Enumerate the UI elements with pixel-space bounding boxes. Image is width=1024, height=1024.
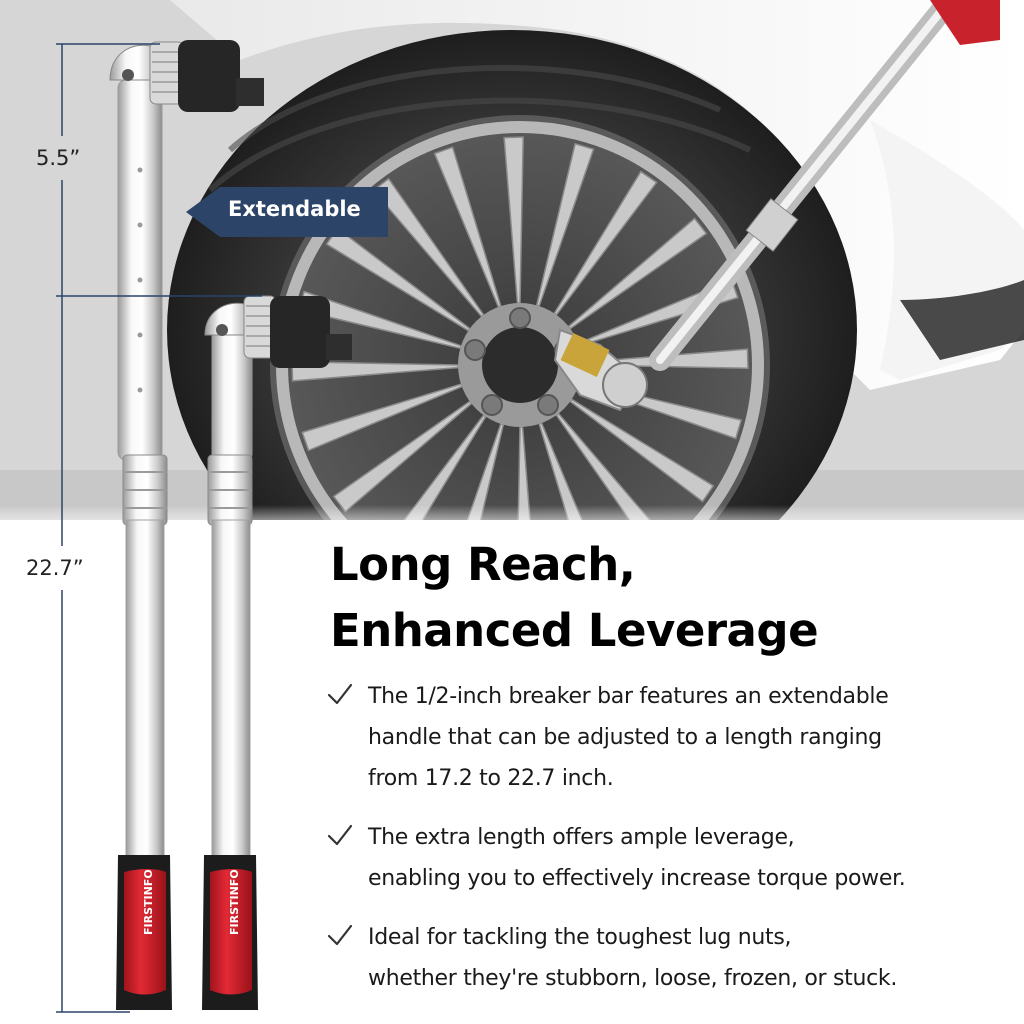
- feature-text-line: The 1/2-inch breaker bar features an ext…: [368, 684, 889, 709]
- tool-brand-mark: FIRSTINFO: [228, 869, 241, 935]
- headline: Long Reach, Enhanced Leverage: [330, 532, 819, 664]
- extendable-badge-label: Extendable: [228, 197, 361, 221]
- breaker-bar-in-use: [553, 0, 1000, 412]
- feature-item: Ideal for tackling the toughest lug nuts…: [326, 917, 1016, 999]
- long-length-label: 22.7”: [26, 556, 84, 580]
- wheel-spoke: [433, 146, 502, 308]
- feature-text-line: Ideal for tackling the toughest lug nuts…: [368, 925, 792, 950]
- feature-text-line: The extra length offers ample leverage,: [368, 825, 795, 850]
- car-wheel-photo: [0, 0, 1024, 520]
- extendable-badge-shape: [186, 187, 388, 237]
- feature-item: The extra length offers ample leverage, …: [326, 817, 1016, 899]
- wheel-spoke: [538, 422, 583, 520]
- feature-item: The 1/2-inch breaker bar features an ext…: [326, 676, 1016, 799]
- headline-line-2: Enhanced Leverage: [330, 604, 819, 657]
- tool-brand-mark: FIRSTINFO: [142, 869, 155, 935]
- wheel-spoke: [466, 423, 505, 520]
- wheel-spoke: [297, 290, 462, 350]
- feature-text-line: whether they're stubborn, loose, frozen,…: [368, 966, 898, 991]
- wheel-spoke: [535, 142, 595, 307]
- check-icon: [327, 924, 353, 946]
- feature-text-line: handle that can be adjusted to a length …: [368, 725, 882, 750]
- short-length-label: 5.5”: [36, 146, 81, 170]
- wheel-spoke: [301, 383, 463, 452]
- check-icon: [327, 683, 353, 705]
- check-icon: [327, 824, 353, 846]
- feature-text-line: from 17.2 to 22.7 inch.: [368, 766, 614, 791]
- retracted-breaker-bar: FIRSTINFO: [202, 295, 352, 1010]
- feature-list: The 1/2-inch breaker bar features an ext…: [326, 676, 1016, 1017]
- feature-text-line: enabling you to effectively increase tor…: [368, 866, 906, 891]
- headline-line-1: Long Reach,: [330, 538, 636, 591]
- extended-breaker-bar: FIRSTINFO: [109, 40, 264, 1010]
